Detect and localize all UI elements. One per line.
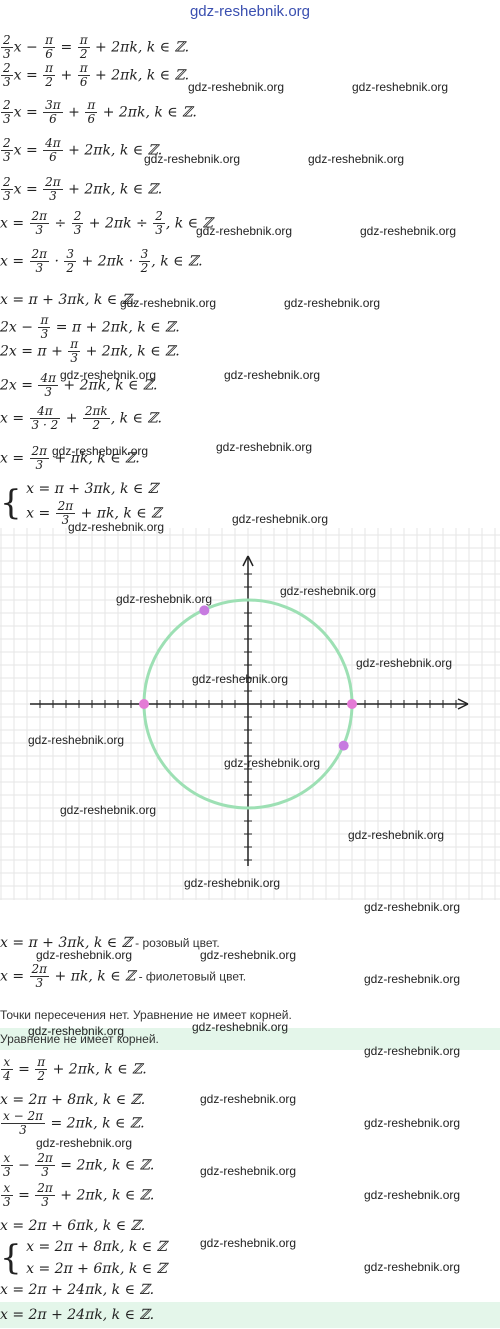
watermark: gdz-reshebnik.org bbox=[364, 1260, 461, 1274]
watermark: gdz-reshebnik.org bbox=[52, 444, 149, 458]
point-pink bbox=[139, 699, 149, 709]
watermark: gdz-reshebnik.org bbox=[284, 296, 381, 310]
x-axis-arrow bbox=[457, 698, 469, 710]
watermark: gdz-reshebnik.org bbox=[232, 512, 329, 526]
watermark: gdz-reshebnik.org bbox=[364, 1116, 461, 1130]
watermark: gdz-reshebnik.org bbox=[364, 900, 461, 914]
points bbox=[139, 605, 357, 751]
equation-line-20: x = 2π + 8πk, k ∈ ℤ. bbox=[0, 1092, 146, 1108]
watermark: gdz-reshebnik.org bbox=[192, 672, 289, 686]
watermark: gdz-reshebnik.org bbox=[348, 828, 445, 842]
equation-system-2: { x = 2π + 8πk, k ∈ ℤ x = 2π + 6πk, k ∈ … bbox=[0, 1238, 167, 1278]
watermark: gdz-reshebnik.org bbox=[36, 1136, 133, 1150]
watermark: gdz-reshebnik.org bbox=[184, 876, 281, 890]
point-purple bbox=[199, 605, 210, 616]
watermark: gdz-reshebnik.org bbox=[192, 1020, 289, 1034]
y-axis-arrow bbox=[242, 555, 254, 567]
equation-line-8: x = π + 3πk, k ∈ ℤ. bbox=[0, 292, 137, 308]
watermark: gdz-reshebnik.org bbox=[36, 948, 133, 962]
watermark: gdz-reshebnik.org bbox=[364, 1188, 461, 1202]
site-header[interactable]: gdz-reshebnik.org bbox=[189, 3, 311, 20]
watermark: gdz-reshebnik.org bbox=[360, 224, 457, 238]
watermark: gdz-reshebnik.org bbox=[120, 296, 217, 310]
watermark: gdz-reshebnik.org bbox=[216, 440, 313, 454]
answer-text-2: x = 2π + 24πk, k ∈ ℤ. bbox=[0, 1307, 155, 1323]
unit-circle-chart bbox=[0, 528, 500, 900]
watermark: gdz-reshebnik.org bbox=[60, 368, 157, 382]
watermark: gdz-reshebnik.org bbox=[196, 224, 293, 238]
watermark: gdz-reshebnik.org bbox=[308, 152, 405, 166]
watermark: gdz-reshebnik.org bbox=[200, 1164, 297, 1178]
watermark: gdz-reshebnik.org bbox=[356, 656, 453, 670]
watermark: gdz-reshebnik.org bbox=[60, 803, 157, 817]
watermark: gdz-reshebnik.org bbox=[144, 152, 241, 166]
equation-line-15: x = π + 3πk, k ∈ ℤ - розовый цвет. bbox=[0, 935, 220, 951]
watermark: gdz-reshebnik.org bbox=[364, 1044, 461, 1058]
watermark: gdz-reshebnik.org bbox=[352, 80, 449, 94]
watermark: gdz-reshebnik.org bbox=[200, 1236, 297, 1250]
chart-svg bbox=[0, 528, 500, 900]
watermark: gdz-reshebnik.org bbox=[224, 368, 321, 382]
equation-line-24: x = 2π + 6πk, k ∈ ℤ. bbox=[0, 1218, 146, 1234]
grid bbox=[0, 528, 500, 900]
answer-highlight-2 bbox=[0, 1302, 500, 1328]
watermark: gdz-reshebnik.org bbox=[28, 1024, 125, 1038]
watermark: gdz-reshebnik.org bbox=[200, 948, 297, 962]
watermark: gdz-reshebnik.org bbox=[68, 520, 165, 534]
no-intersection-text: Точки пересечения нет. Уравнение не имее… bbox=[0, 1008, 292, 1022]
answer-text-1: Уравнение не имеет корней. bbox=[0, 1032, 159, 1046]
point-pink bbox=[347, 699, 357, 709]
watermark: gdz-reshebnik.org bbox=[200, 1092, 297, 1106]
axes bbox=[30, 555, 469, 866]
answer-highlight-1 bbox=[0, 1028, 500, 1050]
point-purple bbox=[338, 740, 349, 751]
watermark: gdz-reshebnik.org bbox=[188, 80, 285, 94]
watermark: gdz-reshebnik.org bbox=[116, 592, 213, 606]
equation-line-26: x = 2π + 24πk, k ∈ ℤ. bbox=[0, 1282, 155, 1298]
watermark: gdz-reshebnik.org bbox=[28, 733, 125, 747]
watermark: gdz-reshebnik.org bbox=[364, 972, 461, 986]
watermark: gdz-reshebnik.org bbox=[280, 584, 377, 598]
watermark: gdz-reshebnik.org bbox=[224, 756, 321, 770]
